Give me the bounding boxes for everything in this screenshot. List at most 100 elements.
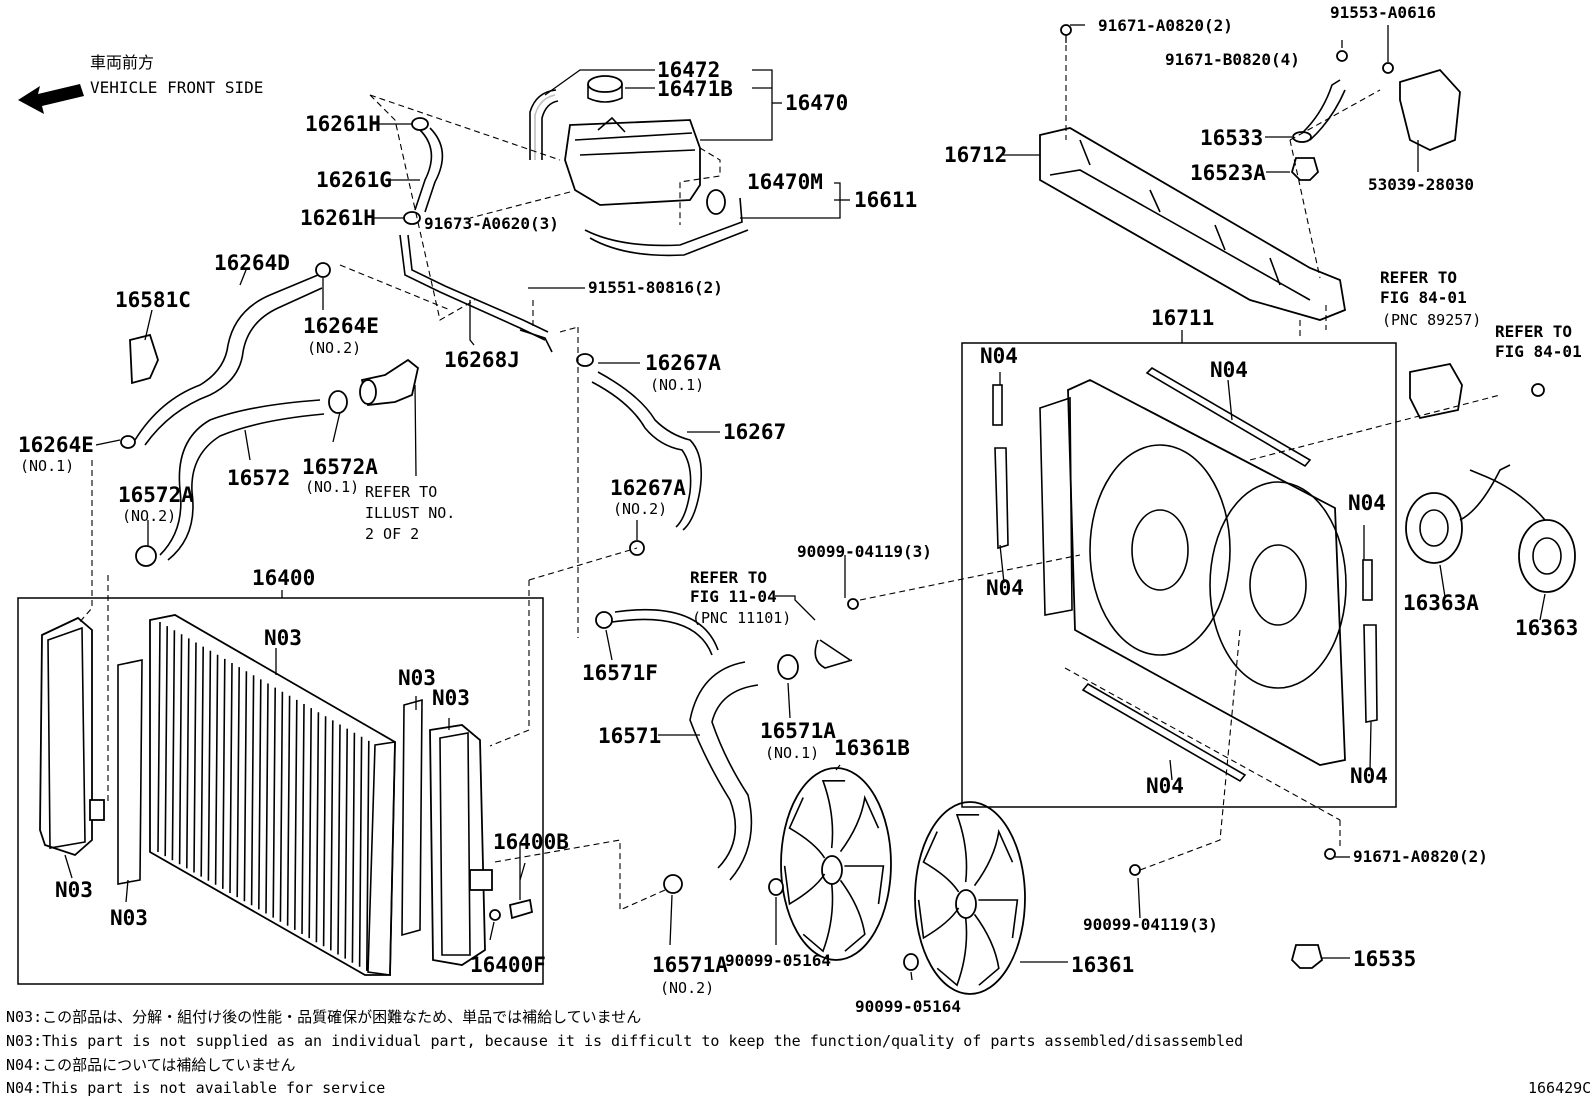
- nut-90099-05164-a: [768, 878, 784, 896]
- label-16581C: 16581C: [115, 288, 191, 312]
- footnote-n04-jp: N04:この部品については補給していません: [6, 1056, 295, 1074]
- label-16261H-top: 16261H: [305, 112, 381, 136]
- clamp-16264E-bottom: [120, 435, 136, 449]
- label-n04-bottom-right: N04: [1350, 764, 1388, 788]
- label-16712: 16712: [944, 143, 1007, 167]
- radiator-right-tank: [429, 724, 493, 966]
- footnote-n03-en: N03:This part is not supplied as an indi…: [6, 1032, 1243, 1050]
- fan-16361B: [780, 767, 892, 961]
- clamp-16572A-top: [328, 390, 348, 414]
- label-16361B: 16361B: [834, 736, 910, 760]
- label-n04-top-left: N04: [980, 344, 1018, 368]
- label-16470: 16470: [785, 91, 848, 115]
- hose-16572: [159, 399, 325, 561]
- label-16363A: 16363A: [1403, 591, 1479, 615]
- label-16400: 16400: [252, 566, 315, 590]
- front-label-en: VEHICLE FRONT SIDE: [90, 78, 263, 97]
- label-16267A-top: 16267A: [645, 351, 721, 375]
- label-16261G: 16261G: [316, 168, 392, 192]
- clamp-16267A-top: [576, 353, 594, 367]
- bolt-90099-04119-b: [1129, 864, 1141, 876]
- hose-16261G: [414, 127, 444, 213]
- label-16571A-top: 16571A: [760, 719, 836, 743]
- label-n03-left-tank: N03: [55, 878, 93, 902]
- label-16572: 16572: [227, 466, 290, 490]
- label-refer-illust-1: REFER TO: [365, 483, 437, 501]
- label-n04-bottom: N04: [1146, 774, 1184, 798]
- radiator-support-16712: [1039, 127, 1347, 321]
- label-no1-d: (NO.1): [765, 744, 819, 762]
- label-16264E-bottom: 16264E: [18, 433, 94, 457]
- label-16611: 16611: [854, 188, 917, 212]
- label-n03-right-tank: N03: [432, 686, 470, 710]
- drain-cock-16400B: [508, 845, 534, 920]
- footnote-n04-en: N04:This part is not available for servi…: [6, 1079, 385, 1097]
- bracket-53039-28030: [1399, 68, 1461, 151]
- label-no1-b: (NO.1): [20, 457, 74, 475]
- label-no2-d: (NO.2): [660, 979, 714, 997]
- label-n03-seal-right: N03: [398, 666, 436, 690]
- reservoir-tank: [564, 75, 701, 206]
- bracket-16581C: [129, 333, 159, 385]
- bolt-91671-a-bottom: [1324, 848, 1336, 860]
- vehicle-front-arrow-icon: [18, 84, 84, 114]
- label-16470M: 16470M: [747, 170, 823, 194]
- label-refer-fig-84-01-a3: (PNC 89257): [1382, 311, 1481, 329]
- radiator-left-tank: [39, 616, 105, 857]
- label-16571: 16571: [598, 724, 661, 748]
- radiator-assembly-box: [17, 597, 544, 985]
- overflow-pipe-16268J: [399, 234, 553, 353]
- fan-16361: [914, 801, 1026, 995]
- fan-motor-16363: [1469, 469, 1576, 593]
- label-refer-fig-84-01-a1: REFER TO: [1380, 268, 1457, 287]
- radiator-seal-left: [117, 659, 143, 885]
- label-16267: 16267: [723, 420, 786, 444]
- label-16471B: 16471B: [657, 77, 733, 101]
- label-n04-top: N04: [1210, 358, 1248, 382]
- label-16267A-bottom: 16267A: [610, 476, 686, 500]
- label-16363: 16363: [1515, 616, 1578, 640]
- label-90099-04119-a: 90099-04119(3): [797, 542, 932, 561]
- bracket-16470M: [584, 189, 749, 257]
- label-no1-c: (NO.1): [305, 478, 359, 496]
- o-ring-16400F: [489, 909, 501, 921]
- label-91673-A0620: 91673-A0620(3): [424, 214, 559, 233]
- radiator-core: [149, 614, 396, 976]
- hose-16267: [591, 371, 703, 531]
- cushion-16523A: [1290, 157, 1320, 181]
- label-16361: 16361: [1071, 953, 1134, 977]
- label-16572A-right: 16572A: [302, 455, 378, 479]
- label-16264E-top: 16264E: [303, 314, 379, 338]
- label-16261H-bottom: 16261H: [300, 206, 376, 230]
- cushion-16535: [1290, 944, 1324, 969]
- figure-id: 166429C: [1528, 1079, 1591, 1097]
- dashed-connection-lines: [77, 45, 1501, 911]
- label-16472: 16472: [657, 58, 720, 82]
- label-refer-fig-11-04-2: FIG 11-04: [690, 587, 777, 606]
- label-16400B: 16400B: [493, 830, 569, 854]
- front-label-jp: 車両前方: [90, 53, 154, 72]
- hose-16571: [611, 608, 851, 881]
- label-16523A: 16523A: [1190, 161, 1266, 185]
- fan-shroud-assembly-box: [961, 342, 1397, 808]
- bolt-91671-a-top: [1060, 24, 1072, 36]
- label-90099-04119-b: 90099-04119(3): [1083, 915, 1218, 934]
- label-refer-illust-3: 2 OF 2: [365, 525, 419, 543]
- label-16400F: 16400F: [470, 953, 546, 977]
- label-16571A-bottom: 16571A: [652, 953, 728, 977]
- radiator-seal-right: [401, 698, 423, 937]
- label-90099-05164-b: 90099-05164: [855, 997, 961, 1016]
- label-16264D: 16264D: [214, 251, 290, 275]
- fan-shroud: [1039, 378, 1347, 766]
- label-refer-fig-84-01-b2: FIG 84-01: [1495, 342, 1582, 361]
- clamp-16264E-top: [315, 262, 331, 278]
- label-refer-fig-11-04-3: (PNC 11101): [692, 609, 791, 627]
- clamp-16571A-bottom: [663, 874, 683, 894]
- hose-stub: [814, 639, 853, 669]
- seal-n04-parts: [992, 366, 1378, 783]
- label-no1-a: (NO.1): [650, 376, 704, 394]
- label-refer-fig-84-01-b1: REFER TO: [1495, 322, 1572, 341]
- label-n04-right: N04: [1348, 491, 1386, 515]
- label-n03-core: N03: [264, 626, 302, 650]
